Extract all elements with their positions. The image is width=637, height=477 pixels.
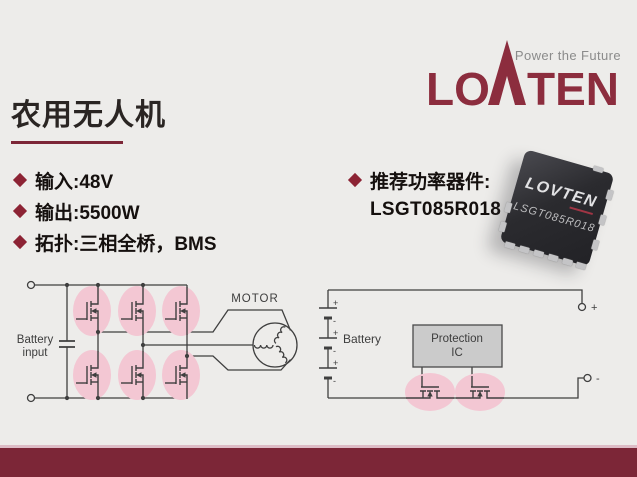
dc-bus-wires bbox=[35, 284, 187, 399]
mosfet-icon bbox=[117, 349, 157, 401]
chip-pin-icon bbox=[605, 189, 614, 201]
chip-pin-icon bbox=[498, 221, 507, 233]
spec-label: 拓扑:三相全桥，BMS bbox=[35, 233, 217, 255]
chip-pin-icon bbox=[591, 239, 600, 251]
positive-wire bbox=[328, 289, 583, 303]
chip-image: LOVTEN LSGT085R018 bbox=[483, 149, 633, 275]
recommended-heading: 推荐功率器件: bbox=[370, 171, 491, 193]
chip-pin-icon bbox=[561, 257, 574, 267]
terminal-icon bbox=[26, 280, 36, 290]
protection-ic-box bbox=[412, 324, 503, 368]
chip-pin-icon bbox=[504, 241, 516, 250]
brand-tagline: Power the Future bbox=[514, 48, 621, 63]
motor-label: MOTOR bbox=[231, 293, 279, 305]
chip-package: LOVTEN LSGT085R018 bbox=[498, 149, 615, 271]
recommended-device-block: 推荐功率器件: LSGT085R018 bbox=[347, 169, 502, 221]
svg-text:+: + bbox=[333, 298, 338, 308]
chip-pin-icon bbox=[518, 245, 530, 254]
protection-ic-label: IC bbox=[451, 347, 463, 359]
junction-dots bbox=[64, 282, 190, 401]
page-title: 农用无人机 bbox=[11, 99, 166, 132]
spec-list: 输入:48V 输出:5500W 拓扑:三相全桥，BMS bbox=[12, 169, 217, 262]
circuit-diagrams: MOTOR Battery input Protection IC Batter… bbox=[17, 280, 600, 412]
svg-text:-: - bbox=[333, 346, 336, 356]
diamond-bullet-icon bbox=[12, 172, 28, 188]
spec-item-input: 输入:48V bbox=[12, 169, 217, 193]
battery-input-label: Battery bbox=[17, 334, 54, 346]
battery-label: Battery bbox=[343, 332, 381, 346]
protection-ic-label: Protection bbox=[431, 333, 483, 345]
terminal-icon bbox=[583, 373, 592, 383]
title-underline bbox=[11, 140, 123, 144]
mosfet-icon bbox=[117, 285, 157, 337]
spec-item-topology: 拓扑:三相全桥，BMS bbox=[12, 231, 217, 255]
diamond-bullet-icon bbox=[347, 172, 363, 188]
battery-cells-icon bbox=[319, 307, 337, 380]
diamond-bullet-icon bbox=[12, 203, 28, 219]
chip-pin-icon bbox=[547, 253, 559, 263]
spec-label: 输入:48V bbox=[35, 171, 114, 193]
svg-text:+: + bbox=[333, 328, 338, 338]
capacitor-icon bbox=[59, 340, 75, 348]
mosfet-icon bbox=[161, 285, 201, 337]
title-block: 农用无人机 bbox=[11, 99, 166, 144]
mosfet-icon bbox=[454, 372, 506, 412]
part-number: LSGT085R018 bbox=[370, 199, 502, 220]
negative-terminal-label: - bbox=[596, 373, 600, 385]
mosfet-icon bbox=[404, 372, 456, 412]
lightning-bolt-icon bbox=[488, 40, 526, 105]
logo-text-left: LO bbox=[426, 63, 490, 111]
bms-diagram bbox=[319, 289, 592, 399]
chip-pin-icon bbox=[592, 165, 604, 174]
chip-pin-icon bbox=[533, 249, 545, 258]
spec-label: 输出:5500W bbox=[35, 202, 140, 224]
svg-text:-: - bbox=[333, 376, 336, 386]
svg-text:-: - bbox=[333, 316, 336, 326]
logo-text-right: TEN bbox=[527, 63, 619, 111]
phase-c-wire bbox=[187, 355, 291, 371]
mosfet-icon bbox=[72, 349, 112, 401]
motor-icon bbox=[252, 322, 298, 368]
diamond-bullet-icon bbox=[12, 234, 28, 250]
bottom-accent-band bbox=[0, 445, 637, 477]
chip-pin-icon bbox=[598, 214, 607, 226]
mosfet-icon bbox=[72, 285, 112, 337]
brand-logo: Power the Future LO TEN bbox=[421, 36, 631, 114]
mosfet-icon bbox=[161, 349, 201, 401]
positive-terminal-label: + bbox=[591, 302, 597, 314]
terminal-icon bbox=[26, 393, 36, 403]
svg-text:+: + bbox=[333, 358, 338, 368]
terminal-icon bbox=[577, 302, 587, 312]
battery-input-label: input bbox=[23, 347, 49, 359]
spec-item-output: 输出:5500W bbox=[12, 200, 217, 224]
cell-polarity-labels: + - + - + - bbox=[333, 298, 338, 386]
logo-wordmark-icon: LO TEN bbox=[426, 40, 619, 111]
